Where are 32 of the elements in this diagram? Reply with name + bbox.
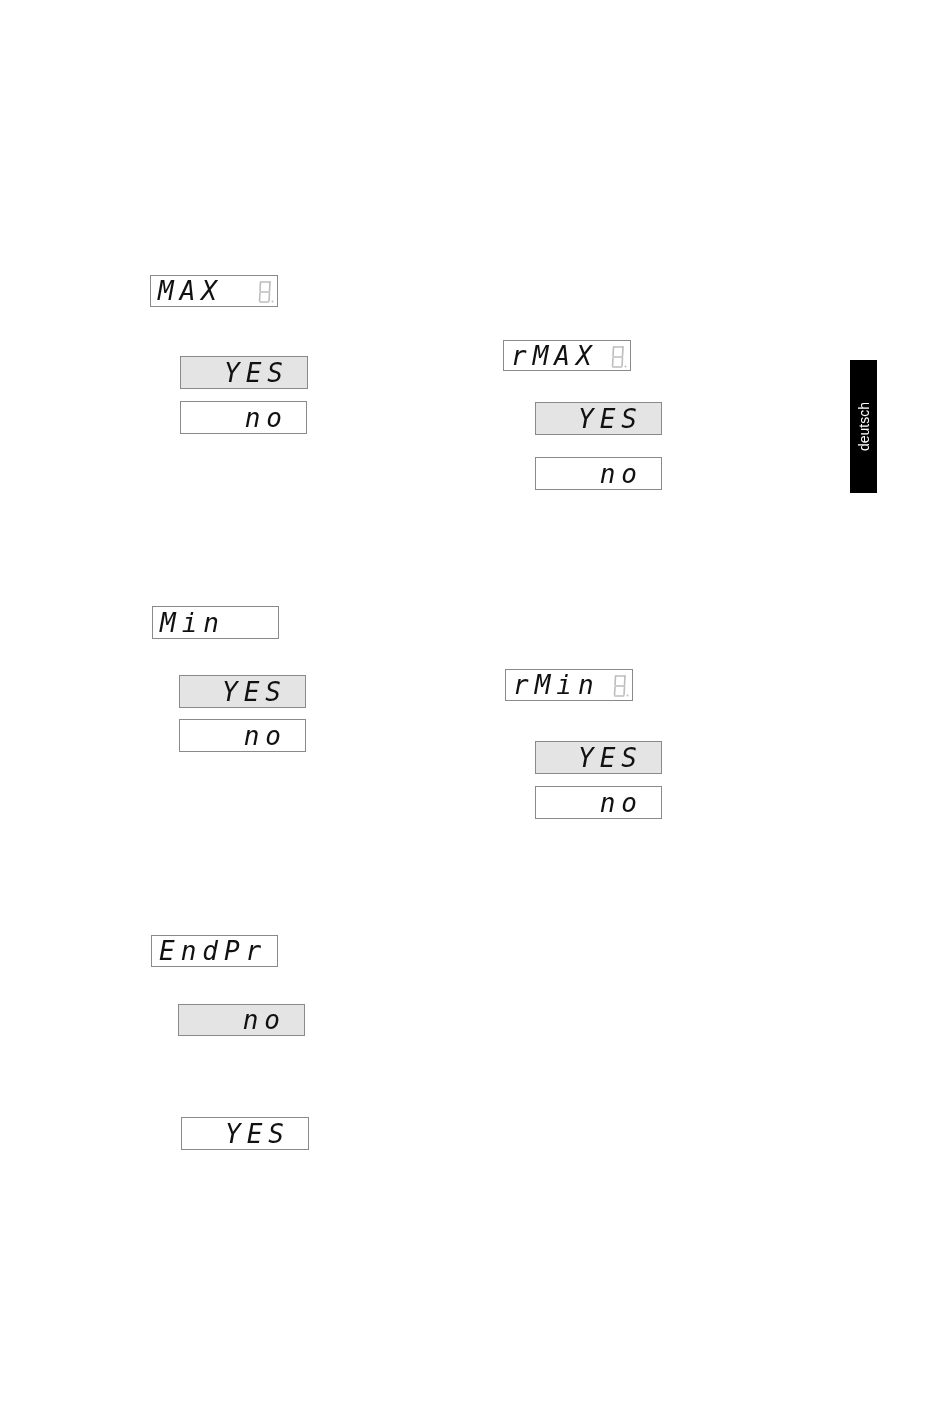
language-tab: [850, 360, 877, 493]
display-text: YES: [225, 1119, 290, 1148]
display-text: no: [599, 459, 643, 488]
display-text: Min: [160, 608, 225, 637]
display-panel: [150, 275, 278, 307]
display-text: YES: [224, 358, 289, 387]
display-panel: [535, 457, 662, 490]
display-panel: [180, 401, 307, 434]
display-panel: [179, 719, 306, 752]
display-panel: [535, 741, 662, 774]
display-text: no: [243, 721, 287, 750]
display-panel: [505, 669, 633, 701]
display-text: YES: [222, 677, 287, 706]
display-panel: [152, 606, 279, 639]
display-panel: [151, 935, 278, 967]
tab-label: deutsch: [855, 401, 872, 451]
display-text: rMin: [513, 671, 600, 699]
display-panel: [535, 786, 662, 819]
display-panel: [179, 675, 306, 708]
display-text: MAX: [158, 277, 223, 305]
display-text: no: [599, 788, 643, 817]
display-text: EndPr: [159, 937, 268, 965]
display-text: no: [244, 403, 288, 432]
display-panel: [178, 1004, 305, 1036]
display-text: YES: [578, 404, 643, 433]
display-text: YES: [578, 743, 643, 772]
display-panel: [181, 1117, 309, 1150]
display-panel: [503, 340, 631, 371]
display-text: rMAX: [511, 341, 598, 370]
display-text: no: [242, 1006, 286, 1034]
display-panel: [535, 402, 662, 435]
display-panel: [180, 356, 308, 389]
